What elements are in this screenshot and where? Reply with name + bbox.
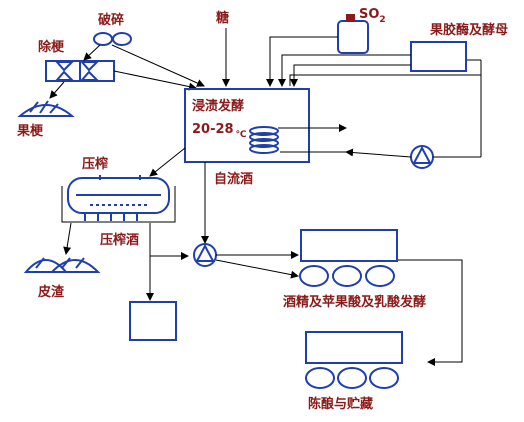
maceration-tank: [184, 88, 310, 163]
press-wine-label: 压榨酒: [100, 232, 139, 248]
recirculation-pump-icon: [410, 145, 434, 169]
crush-label: 破碎: [98, 12, 124, 28]
press-label: 压榨: [82, 156, 108, 172]
fermentation-barrels-icon: [299, 265, 395, 287]
pectinase-yeast-box: [410, 41, 467, 72]
free-run-label: 自流酒: [214, 171, 253, 187]
wine-press-icon: [61, 175, 176, 223]
aging-barrels-icon: [305, 367, 399, 389]
pomace-label: 皮渣: [37, 284, 65, 300]
alc-malo-label: 酒精及苹果酸及乳酸发酵: [283, 294, 426, 310]
aging-label: 陈酿与贮藏: [308, 396, 373, 412]
fermentation-tank: [300, 229, 398, 262]
so2-label: SO2: [359, 7, 386, 25]
pomace-pile-icon: [23, 257, 101, 273]
destem-label: 除梗: [38, 39, 65, 55]
press-wine-tank: [129, 301, 177, 341]
cooling-coil-icon: [249, 126, 279, 154]
crusher-icon: [93, 32, 132, 46]
maceration-label: 浸渍发酵: [192, 98, 244, 114]
transfer-pump-icon: [193, 243, 217, 267]
sugar-label: 糖: [216, 10, 229, 26]
stems-pile-icon: [17, 104, 75, 117]
destemmer-icon: [45, 60, 115, 82]
pectinase-yeast-label: 果胶酶及酵母: [429, 22, 508, 38]
stems-label: 果梗: [16, 123, 44, 139]
aging-tank: [305, 331, 403, 364]
so2-tank-icon: [337, 20, 369, 54]
temperature-label: 20-28℃: [192, 122, 247, 140]
